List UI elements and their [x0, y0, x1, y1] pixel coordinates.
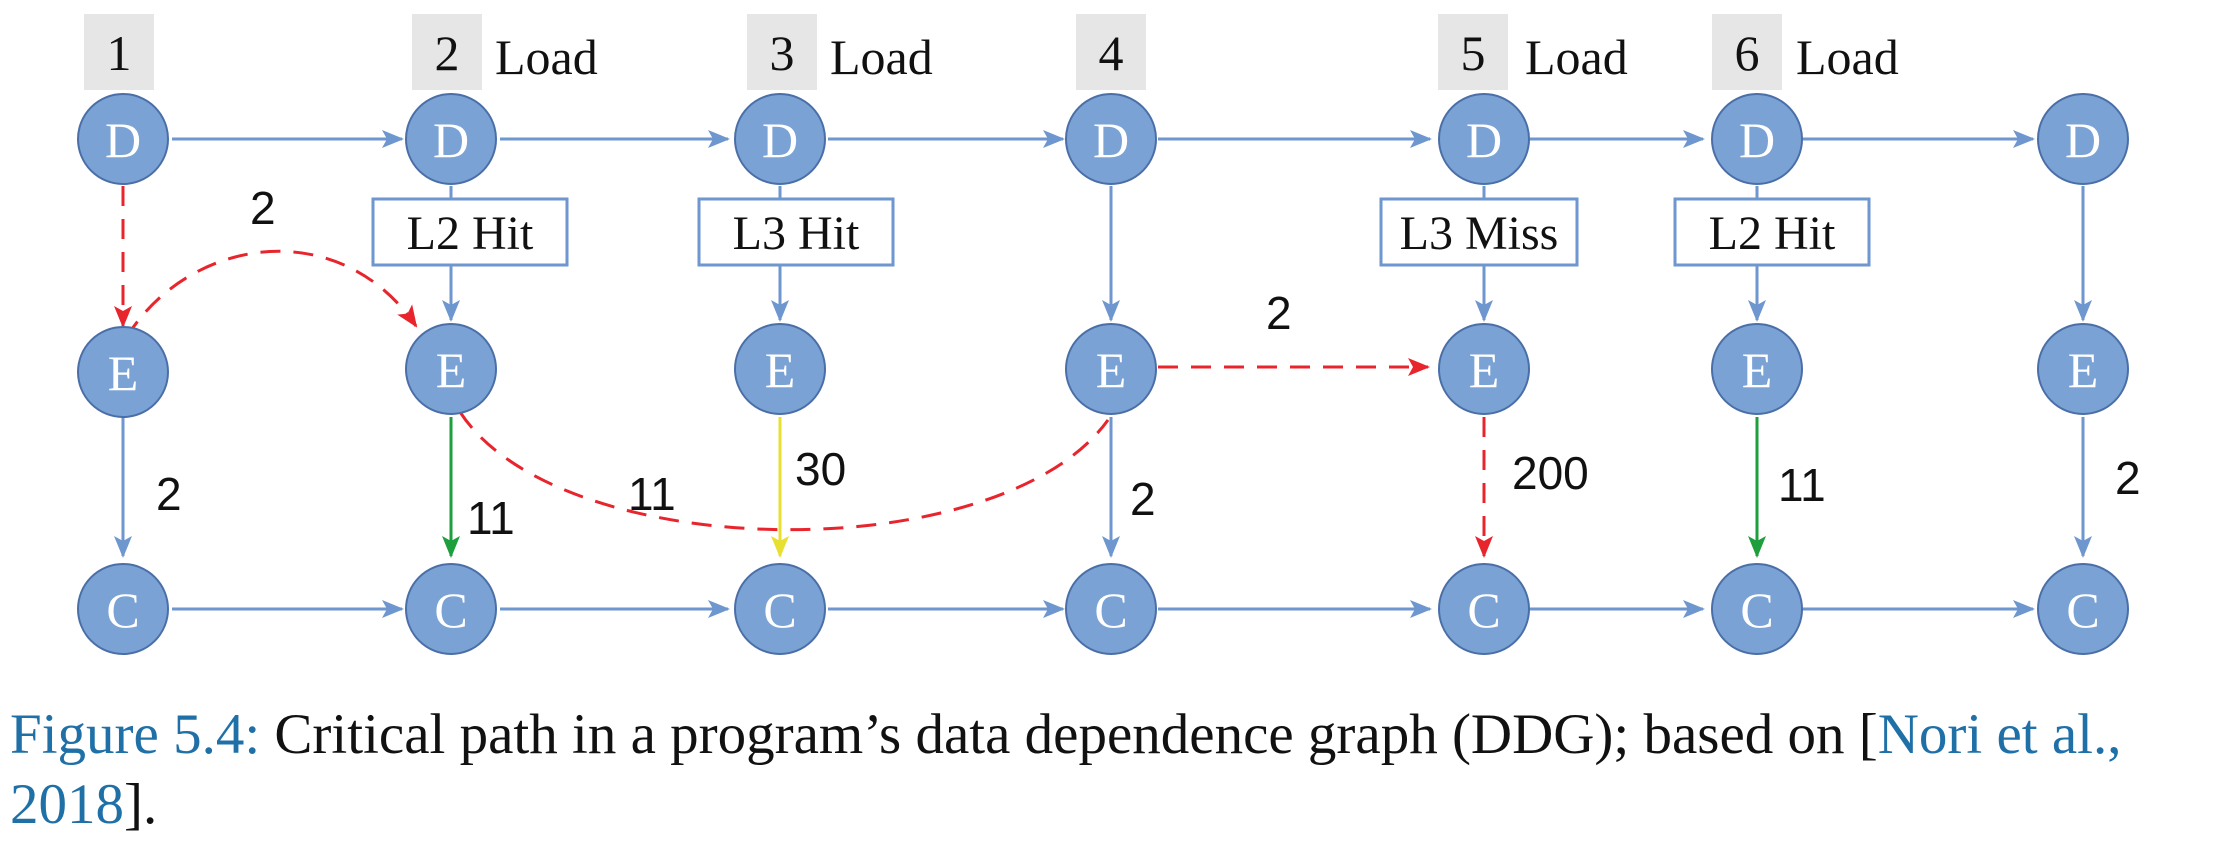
svg-text:E: E	[1469, 342, 1500, 398]
critical-path	[114, 186, 1493, 558]
svg-text:C: C	[1094, 582, 1127, 638]
svg-text:C: C	[106, 582, 139, 638]
node-e6: E	[1711, 323, 1803, 415]
node-c2: C	[405, 563, 497, 655]
node-c7: C	[2037, 563, 2129, 655]
node-d5: D	[1438, 93, 1530, 185]
svg-text:D: D	[433, 112, 469, 168]
cache-result: L3 Miss	[1400, 207, 1559, 260]
column-header-5: 5 Load	[1438, 14, 1628, 90]
cache-result: L2 Hit	[1709, 207, 1836, 260]
node-d2: D	[405, 93, 497, 185]
node-c6: C	[1711, 563, 1803, 655]
figure-label: Figure 5.4:	[10, 703, 261, 766]
load-label: Load	[830, 29, 933, 85]
node-c3: C	[734, 563, 826, 655]
svg-text:D: D	[1093, 112, 1129, 168]
caption-text: Critical path in a program’s data depend…	[260, 703, 1878, 766]
edge-label-e4-c4: 2	[1130, 473, 1156, 525]
svg-text:D: D	[105, 112, 141, 168]
svg-text:C: C	[2066, 582, 2099, 638]
node-c4: C	[1065, 563, 1157, 655]
column-number: 1	[107, 25, 132, 81]
node-d7: D	[2037, 93, 2129, 185]
node-d6: D	[1711, 93, 1803, 185]
node-c1: C	[77, 563, 169, 655]
svg-text:E: E	[2068, 342, 2099, 398]
svg-text:D: D	[1739, 112, 1775, 168]
cache-result: L3 Hit	[733, 207, 860, 260]
cache-box-2: L2 Hit	[371, 197, 569, 267]
edge-label-e4-e5: 2	[1266, 287, 1292, 339]
caption-end: ].	[124, 773, 158, 836]
critical-edge-e2-e4	[458, 411, 1110, 532]
edge-label-e3-c3: 30	[795, 443, 846, 495]
load-label: Load	[495, 29, 598, 85]
node-e7: E	[2037, 323, 2129, 415]
cache-box-5: L3 Miss	[1379, 197, 1579, 267]
svg-text:E: E	[1096, 342, 1127, 398]
critical-edge-e1-e2	[124, 249, 418, 339]
column-header-3: 3 Load	[747, 14, 933, 90]
node-e2: E	[405, 323, 497, 415]
edge-label-e2-e4: 11	[628, 468, 676, 520]
edge-label-e5-c5: 200	[1512, 447, 1589, 499]
column-header-1: 1	[84, 14, 154, 90]
figure-caption: Figure 5.4: Critical path in a program’s…	[10, 700, 2215, 840]
svg-text:C: C	[1740, 582, 1773, 638]
node-e5: E	[1438, 323, 1530, 415]
citation-link[interactable]: Nori et al., 2018	[10, 703, 2122, 836]
column-header-2: 2 Load	[412, 14, 598, 90]
node-d1: D	[77, 93, 169, 185]
svg-text:D: D	[1466, 112, 1502, 168]
load-label: Load	[1525, 29, 1628, 85]
node-d4: D	[1065, 93, 1157, 185]
load-label: Load	[1796, 29, 1899, 85]
node-e1: E	[77, 326, 169, 418]
vertical-edges	[114, 186, 2092, 558]
node-c5: C	[1438, 563, 1530, 655]
svg-text:D: D	[2065, 112, 2101, 168]
column-header-6: 6 Load	[1712, 14, 1899, 90]
svg-text:E: E	[436, 342, 467, 398]
svg-text:E: E	[108, 345, 139, 401]
svg-text:C: C	[1467, 582, 1500, 638]
ddg-diagram: 1 2 Load 3 Load 4 5 Load 6 Load	[77, 14, 2141, 655]
node-d3: D	[734, 93, 826, 185]
svg-text:D: D	[762, 112, 798, 168]
column-number: 3	[770, 25, 795, 81]
cache-result: L2 Hit	[407, 207, 534, 260]
edge-label-e2-c2: 11	[467, 492, 515, 544]
svg-text:C: C	[434, 582, 467, 638]
edge-labels: 2 2 11 11 30 2 2 200 11 2	[156, 182, 2141, 544]
svg-text:E: E	[765, 342, 796, 398]
edge-label-e1-e2: 2	[250, 182, 276, 234]
svg-text:E: E	[1742, 342, 1773, 398]
edge-label-e6-c6: 11	[1778, 459, 1826, 511]
column-number: 2	[435, 25, 460, 81]
column-number: 5	[1461, 25, 1486, 81]
column-number: 4	[1099, 25, 1124, 81]
cache-box-3: L3 Hit	[697, 197, 895, 267]
node-e3: E	[734, 323, 826, 415]
svg-text:C: C	[763, 582, 796, 638]
edge-label-e7-c7: 2	[2115, 452, 2141, 504]
column-header-4: 4	[1076, 14, 1146, 90]
column-number: 6	[1735, 25, 1760, 81]
edge-label-e1-c1: 2	[156, 468, 182, 520]
cache-box-6: L2 Hit	[1673, 197, 1871, 267]
node-e4: E	[1065, 323, 1157, 415]
